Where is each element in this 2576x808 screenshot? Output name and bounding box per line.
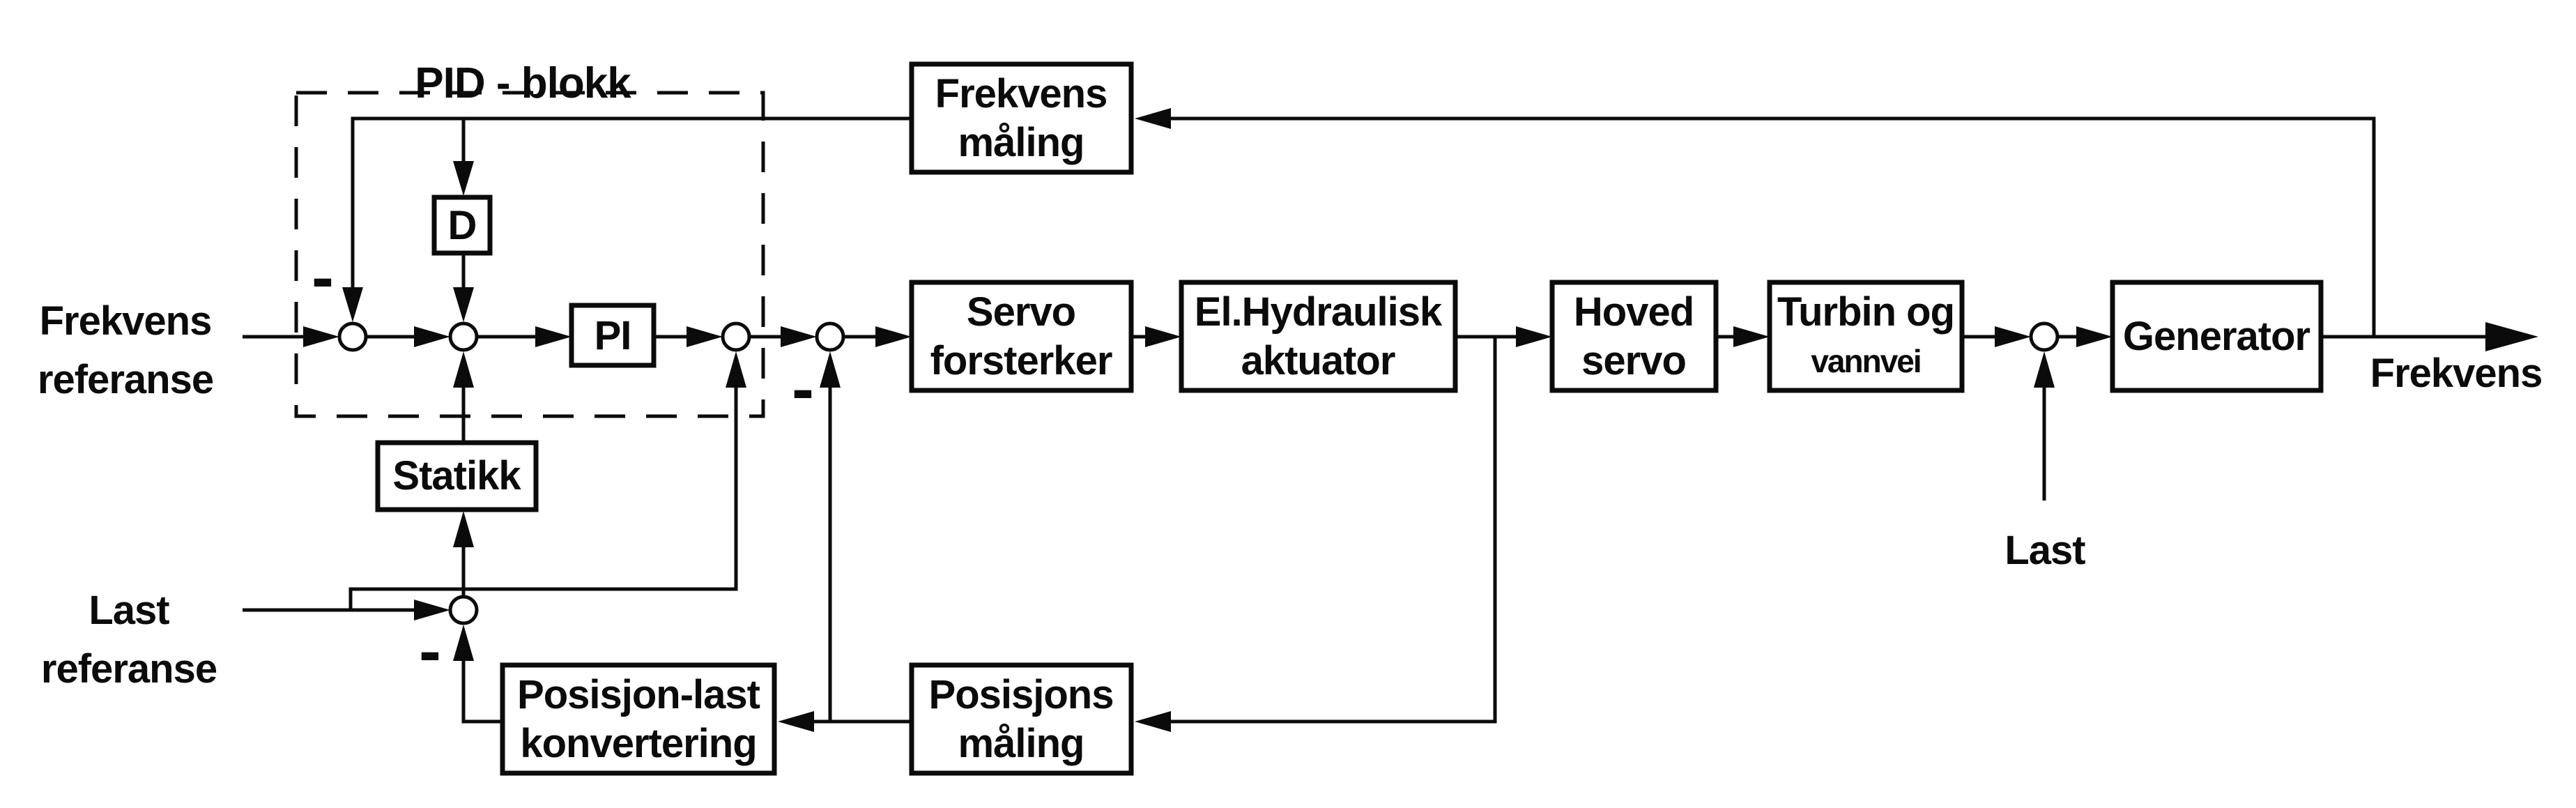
hoved-servo-box (1549, 280, 1719, 393)
arrow-into-sum6-bottom (453, 625, 474, 661)
arrow-into-posmaling (1135, 711, 1171, 732)
frekvens-output-label: Frekvens (2370, 351, 2543, 396)
last-referanse-label: Last referanse (41, 581, 217, 699)
hoved-servo-line2: servo (1581, 338, 1687, 383)
arrow-into-sum1-left (303, 326, 339, 347)
arrow-into-hovedservo (1516, 326, 1552, 347)
arrow-into-sum5-left (1995, 326, 2031, 347)
arrow-into-konvertering (778, 711, 814, 732)
last-referanse-line2: referanse (40, 646, 217, 692)
minus-sign-sum1: - (312, 240, 334, 314)
arrow-into-sum1-top (342, 287, 363, 322)
statikk-box (375, 440, 539, 512)
connector-lines (243, 116, 2488, 724)
arrow-frekvens-output (2485, 322, 2538, 351)
arrow-into-servoforsterker (875, 326, 912, 347)
frekvens-referanse-line2: referanse (37, 357, 214, 402)
sum-junction-6 (448, 595, 479, 625)
turbin-line1: Turbin og (1777, 289, 1955, 335)
turbin-og-vannvei-box (1767, 280, 1965, 393)
arrow-into-sum2-top (453, 287, 474, 322)
d-block-label: D (447, 203, 477, 248)
generator-label: Generator (2122, 314, 2310, 359)
wire-maling-to-sum1 (351, 116, 912, 289)
el-hydraulisk-line1: El.Hydraulisk (1194, 289, 1442, 335)
posisjon-last-line2: konvertering (520, 721, 757, 766)
el-hydraulisk-aktuator-box (1179, 280, 1458, 393)
statikk-label: Statikk (392, 453, 521, 498)
hoved-servo-label: Hoved servo (1574, 288, 1694, 386)
sum-junction-5 (2029, 321, 2060, 352)
pi-block-label: PI (594, 313, 632, 358)
minus-sign-sum4: - (792, 351, 814, 426)
turbin-line2: vannvei (1811, 343, 1922, 379)
sum-junction-1 (337, 321, 368, 352)
posisjons-maling-line2: måling (958, 721, 1085, 766)
frekvens-maling-line1: Frekvens (935, 71, 1108, 116)
arrow-into-sum4-left (781, 326, 817, 347)
arrow-into-pi (535, 326, 572, 347)
arrow-into-statikk (453, 511, 474, 547)
arrow-into-sum2-bottom (453, 351, 474, 388)
wire-servo-position-tap (1170, 337, 1497, 724)
arrow-into-d (453, 161, 474, 196)
summing-junctions (337, 321, 2060, 625)
block-boxes (375, 61, 2324, 776)
posisjons-maling-line1: Posisjons (928, 672, 1114, 717)
arrow-into-sum2-left (414, 326, 450, 347)
arrow-into-sum4-bottom (820, 351, 841, 388)
sum-junction-2 (448, 321, 479, 352)
sum-junction-3 (721, 321, 751, 352)
frekvens-maling-box (909, 61, 1134, 175)
wire-lastref-branch-to-sum3 (348, 386, 738, 610)
arrow-into-sum6-left (414, 600, 450, 620)
arrow-into-turbin (1733, 326, 1770, 347)
pid-block-dashed-boundary (294, 91, 765, 418)
last-referanse-line1: Last (89, 588, 169, 633)
servo-forsterker-line2: forsterker (930, 338, 1113, 383)
generator-box (2110, 280, 2324, 393)
posisjon-last-konvertering-label: Posisjon-last konvertering (517, 671, 760, 768)
el-hydraulisk-line2: aktuator (1241, 338, 1396, 383)
servo-forsterker-box (909, 280, 1134, 393)
servo-forsterker-label: Servo forsterker (930, 288, 1113, 386)
last-input-label: Last (2004, 528, 2085, 573)
turbin-og-vannvei-label: Turbin og vannvei (1777, 288, 1955, 386)
posisjons-maling-label: Posisjons måling (929, 671, 1114, 768)
pi-box (569, 303, 657, 368)
sum-junction-4 (815, 321, 845, 352)
wire-konvertering-to-sum6 (461, 660, 503, 724)
arrow-into-sum5-bottom (2034, 351, 2055, 388)
wire-frekvens-feedback-top (1170, 116, 2376, 337)
posisjons-maling-box (909, 662, 1134, 776)
arrowheads (303, 108, 2538, 732)
arrow-into-sum3-left (687, 326, 723, 347)
arrow-into-generator (2076, 326, 2113, 347)
arrow-into-frekvensmaling (1135, 108, 1171, 129)
arrow-into-sum3-bottom (726, 351, 746, 388)
el-hydraulisk-aktuator-label: El.Hydraulisk aktuator (1194, 288, 1442, 386)
minus-sign-sum6: - (419, 613, 441, 688)
hoved-servo-line1: Hoved (1573, 289, 1694, 335)
posisjon-last-line1: Posisjon-last (517, 672, 760, 717)
frekvens-maling-label: Frekvens måling (935, 70, 1108, 167)
arrow-into-aktuator (1145, 326, 1181, 347)
pid-block-title: PID - blokk (415, 59, 631, 107)
frekvens-referanse-label: Frekvens referanse (37, 292, 214, 409)
servo-forsterker-line1: Servo (966, 289, 1076, 335)
posisjon-last-konvertering-box (500, 662, 777, 776)
frekvens-referanse-line1: Frekvens (39, 298, 213, 344)
d-box (431, 195, 493, 256)
frekvens-maling-line2: måling (958, 120, 1085, 165)
